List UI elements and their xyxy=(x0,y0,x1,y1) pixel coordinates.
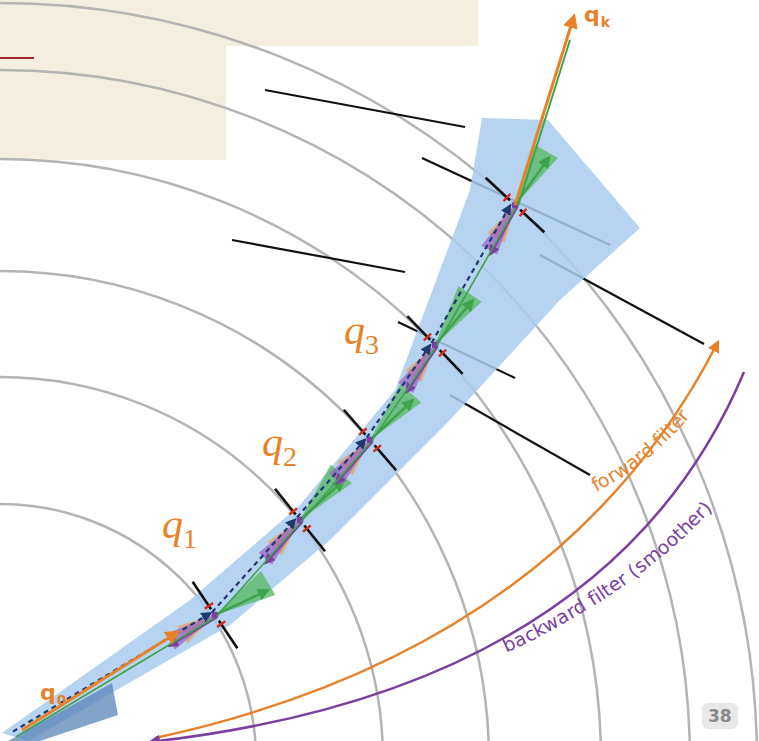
trajectory-segment xyxy=(212,520,295,613)
prediction-arrow xyxy=(215,590,268,615)
trajectory-segment xyxy=(432,206,511,343)
measurement-tick xyxy=(424,334,431,341)
text-guide xyxy=(455,468,752,676)
measurement-tick xyxy=(520,209,527,216)
header-band xyxy=(0,46,226,160)
detector-element xyxy=(486,178,510,200)
strip-line xyxy=(232,240,405,272)
measurement-tick xyxy=(205,603,213,609)
smoother-arrow xyxy=(336,442,372,483)
measurement-tick xyxy=(504,194,511,201)
fitted-segment xyxy=(16,617,216,737)
filter-direction-label: backward filter (smoother) xyxy=(0,0,1,1)
text-guide xyxy=(560,384,716,512)
momentum-label: qk xyxy=(584,2,610,27)
detector-element xyxy=(520,210,544,232)
state-label: q2 xyxy=(262,418,297,466)
momentum-label: q0 xyxy=(40,680,67,705)
measurement-tick xyxy=(373,445,381,452)
measurement-tick xyxy=(289,508,297,514)
track xyxy=(13,16,574,737)
prediction-arrow xyxy=(300,481,343,520)
page-number: 38 xyxy=(702,703,738,729)
fitted-segment xyxy=(437,206,517,346)
momentum-arrow xyxy=(515,16,574,205)
momentum-arrow xyxy=(22,632,178,730)
measurement-tick xyxy=(303,525,311,531)
filter-direction-label: forward filter xyxy=(0,0,1,1)
fitted-segment xyxy=(302,441,372,521)
trajectory-segment xyxy=(13,613,210,731)
detector-element xyxy=(440,350,463,374)
detector-element xyxy=(407,316,430,340)
state-label: q1 xyxy=(162,500,197,548)
backward-filter-arrow xyxy=(150,372,744,741)
smoother-cone xyxy=(259,517,303,565)
state-label: q3 xyxy=(344,306,379,354)
detector-layer xyxy=(0,70,690,741)
measurement-tick xyxy=(439,350,446,357)
strip-line xyxy=(265,90,465,127)
fitted-segment xyxy=(518,40,570,206)
detector-layer xyxy=(0,3,757,741)
measurement-tick xyxy=(359,428,367,435)
fitted-segment xyxy=(372,346,437,441)
smoother-arrow xyxy=(266,522,303,563)
uncertainty-band xyxy=(2,118,640,741)
detector-layer xyxy=(0,3,757,741)
measurement-tick xyxy=(217,621,225,627)
smoother-arrow xyxy=(490,206,517,254)
smoother-cone xyxy=(329,437,373,485)
smoother-arrow xyxy=(406,347,437,392)
strip-line xyxy=(450,395,590,475)
trajectory-segment xyxy=(297,440,365,518)
header-rule xyxy=(0,57,34,59)
smoother-cone xyxy=(398,342,437,393)
fitted-segment xyxy=(216,521,301,616)
slide-header xyxy=(0,0,478,160)
